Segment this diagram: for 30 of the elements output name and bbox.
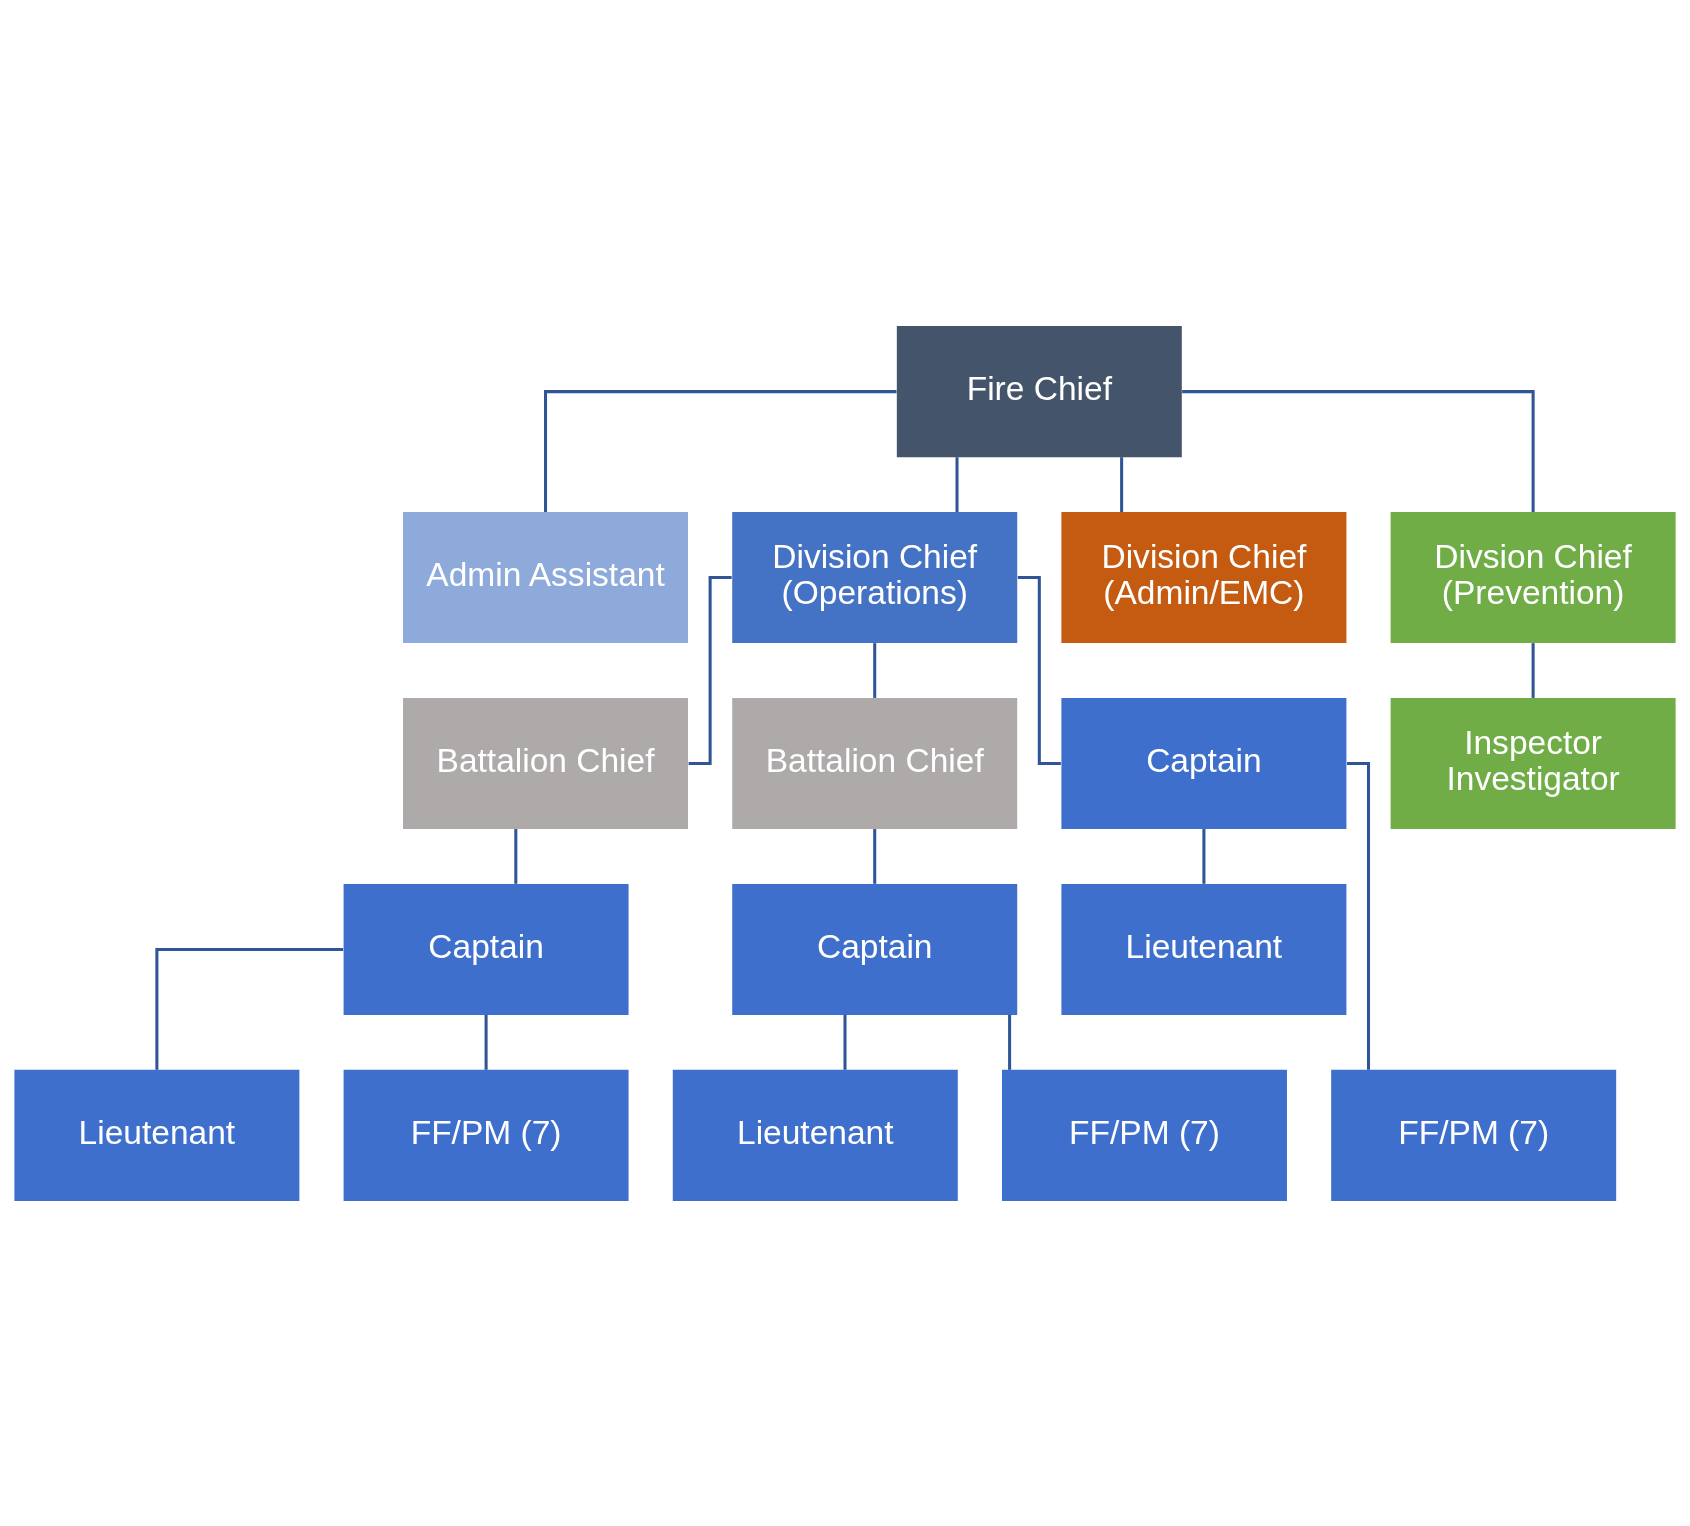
- connector: [1120, 456, 1124, 512]
- connector: [544, 389, 897, 512]
- node-box: Lieutenant: [1061, 883, 1347, 1015]
- node-box: FF/PM (7): [343, 1069, 629, 1201]
- connector: [484, 1014, 488, 1070]
- node-box: Admin Assistant: [403, 511, 688, 643]
- connector: [873, 828, 877, 884]
- node-box: Battalion Chief: [732, 697, 1018, 829]
- node-box: Captain: [732, 883, 1018, 1015]
- node-box: Divsion Chief (Prevention): [1390, 511, 1676, 643]
- connector: [1531, 642, 1535, 698]
- connector: [873, 642, 877, 698]
- node-box: Fire Chief: [896, 325, 1182, 457]
- node-box: Division Chief (Operations): [732, 511, 1018, 643]
- node-box: Lieutenant: [672, 1069, 958, 1201]
- node-box: Captain: [343, 883, 629, 1015]
- node-box: FF/PM (7): [1331, 1069, 1617, 1201]
- connector: [843, 1014, 847, 1070]
- connector: [955, 456, 959, 512]
- node-box: Division Chief (Admin/EMC): [1061, 511, 1347, 643]
- connector: [155, 947, 344, 1070]
- node-box: FF/PM (7): [1002, 1069, 1287, 1201]
- node-box: Captain: [1061, 697, 1347, 829]
- node-box: Lieutenant: [14, 1069, 300, 1201]
- connector: [1008, 1014, 1012, 1070]
- connector: [514, 828, 518, 884]
- node-box: Inspector Investigator: [1390, 697, 1676, 829]
- node-box: Battalion Chief: [403, 697, 688, 829]
- connector: [1202, 828, 1206, 884]
- connector: [1182, 389, 1535, 512]
